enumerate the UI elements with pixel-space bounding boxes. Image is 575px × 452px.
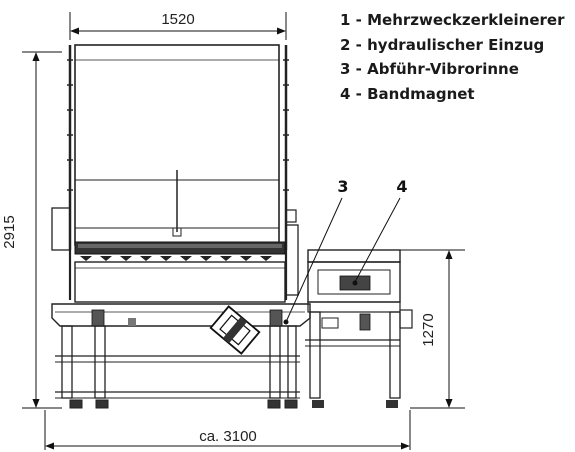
callout-vibrorinne: 3 (283, 177, 349, 325)
dimension-top-width: 1520 (69, 11, 287, 40)
dimension-label-bottom: ca. 3100 (199, 428, 257, 445)
dimension-bottom-width: ca. 3100 (44, 410, 411, 450)
legend-item-4: 4 - Bandmagnet (340, 84, 475, 103)
dimension-magnet-height: 1270 (400, 249, 465, 409)
dimension-label-height: 2915 (1, 215, 18, 248)
dimension-total-height: 2915 (1, 51, 62, 409)
vibrating-chute (51, 303, 311, 355)
callout-number-4: 4 (396, 177, 407, 196)
legend-item-3: 3 - Abführ-Vibrorinne (340, 60, 519, 78)
legend-item-1: 1 - Mehrzweckzerkleinerer (340, 11, 565, 29)
hopper-frame (51, 44, 297, 251)
callout-number-3: 3 (337, 177, 348, 196)
shredder-rotor (74, 224, 299, 296)
base-frame (55, 325, 300, 409)
lower-housing (68, 250, 288, 303)
dimension-label-top: 1520 (161, 11, 194, 28)
callout-bandmagnet: 4 (352, 177, 408, 286)
component-legend: 1 - Mehrzweckzerkleinerer 2 - hydraulisc… (340, 8, 564, 106)
dimension-label-magnet: 1270 (420, 313, 437, 346)
belt-magnet (305, 249, 413, 408)
legend-item-2: 2 - hydraulischer Einzug (340, 35, 545, 54)
